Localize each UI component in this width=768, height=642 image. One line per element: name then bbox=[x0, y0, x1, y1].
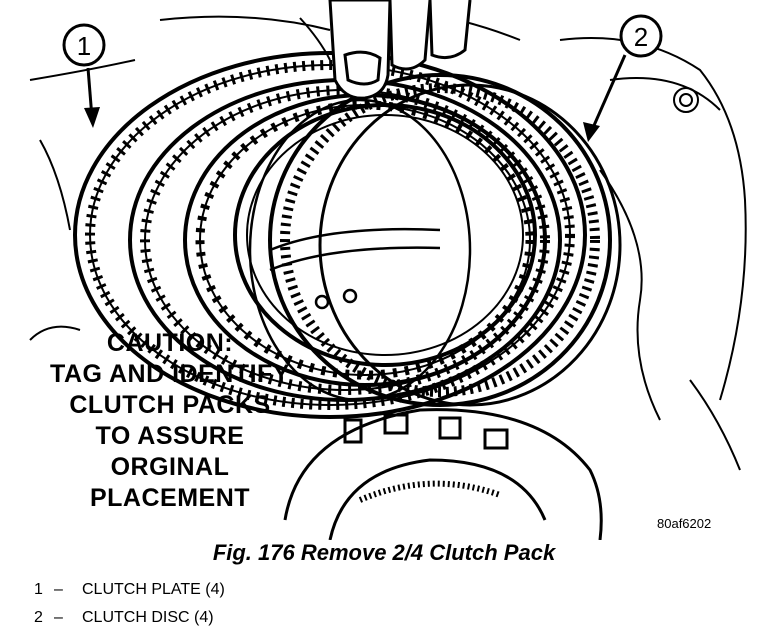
caution-line: TO ASSURE bbox=[95, 422, 245, 450]
caution-note: CAUTION: TAG AND IDENTIFY CLUTCH PACKS T… bbox=[20, 328, 320, 514]
legend-item: 1– CLUTCH PLATE (4) bbox=[34, 576, 225, 604]
callout-2: 2 bbox=[583, 14, 663, 142]
legend-dash: – bbox=[54, 581, 63, 598]
legend-text: CLUTCH PLATE (4) bbox=[82, 581, 225, 598]
legend-number: 2 bbox=[34, 609, 43, 626]
legend-item: 2– CLUTCH DISC (4) bbox=[34, 604, 225, 632]
figure-caption: Fig. 176 Remove 2/4 Clutch Pack bbox=[212, 540, 556, 565]
caution-line: CLUTCH PACKS bbox=[69, 391, 271, 419]
callout-2-label: 2 bbox=[634, 22, 648, 52]
fingers bbox=[328, 0, 472, 100]
legend-number: 1 bbox=[34, 581, 43, 598]
figure-code: 80af6202 bbox=[657, 516, 712, 531]
caution-line: ORGINAL bbox=[110, 453, 230, 481]
transmission-housing bbox=[29, 9, 747, 471]
caution-line: TAG AND IDENTIFY bbox=[50, 360, 290, 388]
legend-dash: – bbox=[54, 609, 63, 626]
caution-line: PLACEMENT bbox=[89, 484, 251, 512]
clutch-pack-illustration: 1 2 bbox=[29, 0, 747, 540]
caution-line: CAUTION: bbox=[106, 329, 234, 357]
callout-1: 1 bbox=[62, 23, 106, 128]
legend: 1– CLUTCH PLATE (4) 2– CLUTCH DISC (4) bbox=[34, 576, 225, 632]
legend-text: CLUTCH DISC (4) bbox=[82, 609, 214, 626]
clutch-hub bbox=[283, 408, 603, 540]
callout-1-label: 1 bbox=[77, 31, 91, 61]
